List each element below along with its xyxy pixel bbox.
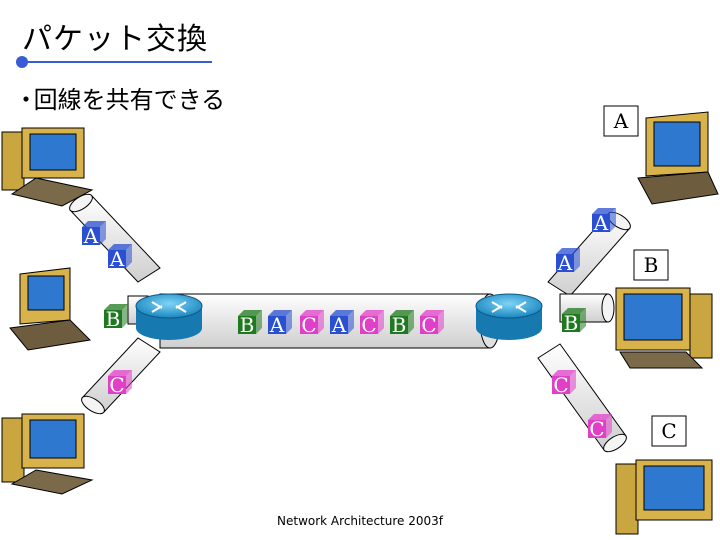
packet-left-1-label: A: [83, 224, 99, 248]
bullet-text: 回線を共有できる: [33, 86, 226, 114]
router-left: [135, 293, 203, 340]
packet-trunk-3: C: [300, 310, 324, 337]
packet-left-3-label: B: [106, 307, 121, 331]
slide-title: パケット交換: [22, 22, 208, 57]
packet-right-2-label: A: [557, 251, 573, 275]
packet-trunk-2: A: [268, 310, 292, 337]
packet-left-4: C: [108, 370, 132, 397]
computer-left-middle: [9, 267, 92, 351]
packet-trunk-5-label: C: [361, 313, 376, 337]
packet-right-5-label: C: [589, 417, 604, 441]
computer-right-bottom: [615, 459, 713, 535]
packet-trunk-5: C: [360, 310, 384, 337]
bullet-item: ・ 回線を共有できる: [14, 80, 225, 115]
endpoint-label-c: C: [651, 415, 687, 447]
packet-right-1: A: [592, 208, 616, 235]
endpoint-label-a: A: [603, 105, 639, 137]
packet-right-1-label: A: [593, 211, 609, 235]
packet-left-1: A: [82, 221, 106, 248]
cable-right-bottom: [537, 343, 627, 453]
packet-trunk-1: B: [238, 310, 262, 337]
packet-left-2-label: A: [109, 247, 125, 271]
packet-right-3: B: [562, 308, 586, 335]
packet-right-3-label: B: [564, 311, 579, 335]
packet-right-5: C: [588, 414, 612, 441]
packet-trunk-1-label: B: [240, 313, 255, 337]
packet-left-2: A: [108, 244, 132, 271]
computer-right-top: [637, 111, 719, 205]
packet-trunk-3-label: C: [301, 313, 316, 337]
title-underline: [16, 56, 212, 68]
router-right: [475, 293, 543, 340]
packet-trunk-2-label: A: [269, 313, 285, 337]
packet-left-4-label: C: [109, 373, 124, 397]
packet-trunk-6-label: B: [392, 313, 407, 337]
footer-text: Network Architecture 2003f: [277, 514, 443, 528]
endpoint-label-b: B: [633, 249, 669, 281]
packet-trunk-4-label: A: [331, 313, 347, 337]
packet-trunk-7: C: [420, 310, 444, 337]
packet-trunk-4: A: [330, 310, 354, 337]
packet-trunk-6: B: [390, 310, 414, 337]
packet-right-2: A: [556, 248, 580, 275]
computer-right-middle: [615, 287, 713, 369]
endpoint-label-b-text: B: [644, 253, 659, 277]
packet-right-4: C: [552, 370, 576, 397]
packet-right-4-label: C: [553, 373, 568, 397]
packet-trunk-7-label: C: [421, 313, 436, 337]
endpoint-label-a-text: A: [613, 109, 629, 133]
endpoint-label-c-text: C: [661, 419, 676, 443]
computer-left-top: [1, 127, 94, 207]
computer-left-bottom: [1, 413, 94, 495]
packet-left-3: B: [104, 304, 128, 331]
